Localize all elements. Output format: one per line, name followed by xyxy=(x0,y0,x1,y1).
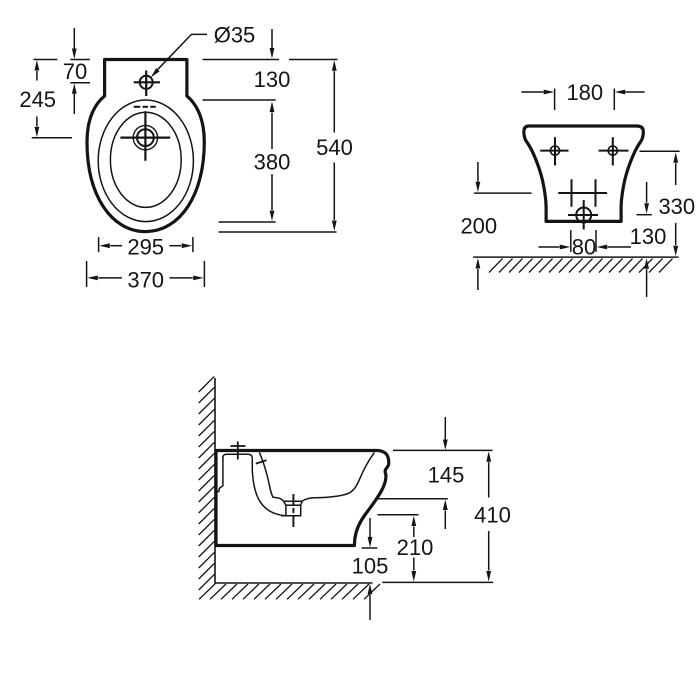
svg-text:145: 145 xyxy=(428,463,465,488)
svg-text:540: 540 xyxy=(316,135,353,160)
svg-text:295: 295 xyxy=(127,234,164,259)
svg-text:245: 245 xyxy=(19,87,56,112)
svg-text:330: 330 xyxy=(658,194,695,219)
svg-text:70: 70 xyxy=(63,59,87,84)
svg-text:105: 105 xyxy=(352,554,389,579)
svg-text:130: 130 xyxy=(630,224,667,249)
svg-text:410: 410 xyxy=(474,503,511,528)
svg-text:80: 80 xyxy=(572,235,596,260)
svg-text:Ø35: Ø35 xyxy=(214,22,256,47)
svg-text:380: 380 xyxy=(254,150,291,175)
svg-text:180: 180 xyxy=(566,80,603,105)
svg-text:130: 130 xyxy=(254,67,291,92)
svg-text:370: 370 xyxy=(127,267,164,292)
svg-text:210: 210 xyxy=(397,535,434,560)
svg-text:200: 200 xyxy=(460,214,497,239)
